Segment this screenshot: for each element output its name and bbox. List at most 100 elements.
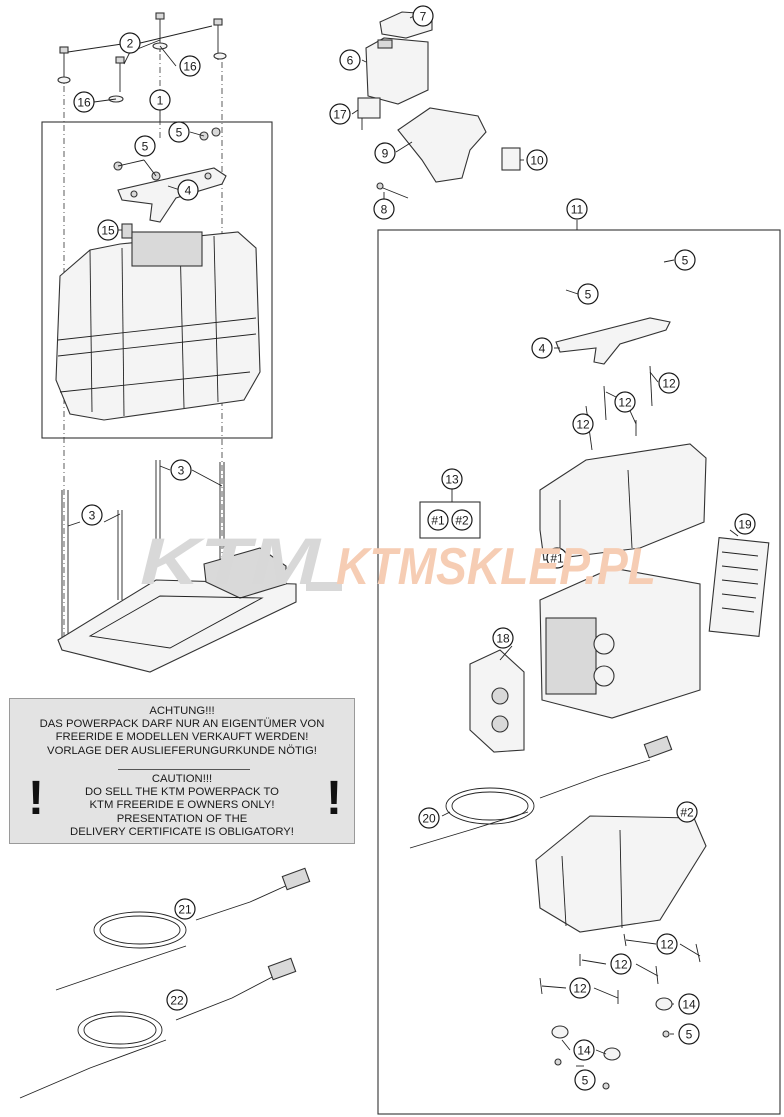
callout-c18: 18 xyxy=(492,627,514,649)
callout-c6: 6 xyxy=(339,49,361,71)
callout-number: 6 xyxy=(347,54,354,68)
callout-number: 12 xyxy=(662,377,676,391)
callout-c20: 20 xyxy=(418,807,440,829)
callout-c1: 1 xyxy=(149,89,171,111)
callout-circle xyxy=(427,509,449,531)
callout-circle xyxy=(179,55,201,77)
callout-c12b: 12 xyxy=(614,391,636,413)
callout-circle xyxy=(373,198,395,220)
callout-number: 17 xyxy=(333,108,347,122)
callout-number: 21 xyxy=(178,903,192,917)
callout-circle xyxy=(174,898,196,920)
callout-number: 2 xyxy=(127,37,134,51)
callout-number: 12 xyxy=(618,396,632,410)
callout-circle xyxy=(418,807,440,829)
callout-circle xyxy=(451,509,473,531)
warning-divider xyxy=(118,769,250,770)
callout-number: 14 xyxy=(682,998,696,1012)
callout-c3b: 3 xyxy=(81,504,103,526)
exclamation-icon-left: ! xyxy=(28,772,44,825)
callout-circle xyxy=(574,1069,596,1091)
callout-circle xyxy=(374,142,396,164)
bracket-part-4 xyxy=(117,167,227,223)
callout-circle xyxy=(546,547,568,569)
callout-number: 22 xyxy=(170,994,184,1008)
callout-circle xyxy=(610,953,632,975)
callout-number: 16 xyxy=(183,60,197,74)
powerpack-housing xyxy=(55,231,261,421)
callout-number: 4 xyxy=(185,184,192,198)
callout-c7: 7 xyxy=(412,5,434,27)
callout-c2a: 2 xyxy=(119,32,141,54)
callout-number: 18 xyxy=(496,632,510,646)
tray-part-2 xyxy=(535,815,707,933)
callout-number: 8 xyxy=(381,203,388,217)
callout-c21: 21 xyxy=(174,898,196,920)
panel-part-18 xyxy=(469,649,525,753)
base-plate xyxy=(57,547,297,673)
callout-number: 4 xyxy=(539,342,546,356)
callout-circle xyxy=(572,413,594,435)
callout-c19: 19 xyxy=(734,513,756,535)
kit-13-frame xyxy=(419,501,481,539)
callout-circle xyxy=(97,219,119,241)
cable-part-21 xyxy=(55,867,311,991)
callout-circle xyxy=(168,121,190,143)
callout-c12c: 12 xyxy=(572,413,594,435)
callout-number: 10 xyxy=(530,154,544,168)
callout-c4b: 4 xyxy=(531,337,553,359)
callout-number: 20 xyxy=(422,812,436,826)
callout-c12d: 12 xyxy=(656,933,678,955)
clip-part-15 xyxy=(121,223,133,239)
warning-text-german: ACHTUNG!!! DAS POWERPACK DARF NUR AN EIG… xyxy=(39,705,325,757)
callout-number: 12 xyxy=(573,982,587,996)
callout-number: 13 xyxy=(445,473,459,487)
callout-c15: 15 xyxy=(97,219,119,241)
callout-c3a: 3 xyxy=(170,459,192,481)
callout-c8: 8 xyxy=(373,198,395,220)
callout-c5a: 5 xyxy=(168,121,190,143)
exclamation-icon-right: ! xyxy=(326,772,342,825)
callout-number: 5 xyxy=(176,126,183,140)
callout-circle xyxy=(676,801,698,823)
callout-c5d: 5 xyxy=(577,283,599,305)
callout-c5e: 5 xyxy=(678,1023,700,1045)
callout-circle xyxy=(177,179,199,201)
callout-circle xyxy=(339,49,361,71)
callout-number: 3 xyxy=(178,464,185,478)
callout-c11: 11 xyxy=(566,198,588,220)
cover-part-1 xyxy=(539,443,707,561)
callout-number: 12 xyxy=(614,958,628,972)
holder-part-9 xyxy=(397,107,487,183)
callout-circle xyxy=(412,5,434,27)
rod-set-3 xyxy=(61,460,225,640)
grommets-14 xyxy=(551,997,673,1090)
callout-circle xyxy=(149,89,171,111)
callout-number: 1 xyxy=(157,94,164,108)
callout-circle xyxy=(674,249,696,271)
callout-circle xyxy=(678,1023,700,1045)
battery-part-6 xyxy=(365,37,429,105)
grille-part-19 xyxy=(708,537,770,637)
screws-12-lower xyxy=(539,933,701,1004)
callout-c12f: 12 xyxy=(569,977,591,999)
callout-number: 3 xyxy=(89,509,96,523)
callout-number: #1 xyxy=(431,514,445,528)
callout-c16a: 16 xyxy=(179,55,201,77)
callout-c5c: 5 xyxy=(674,249,696,271)
callout-circle xyxy=(134,135,156,157)
callout-c4a: 4 xyxy=(177,179,199,201)
callout-c17: 17 xyxy=(329,103,351,125)
callout-circle xyxy=(573,1039,595,1061)
callout-circle xyxy=(81,504,103,526)
warning-box: ACHTUNG!!! DAS POWERPACK DARF NUR AN EIG… xyxy=(9,698,355,844)
battery-core xyxy=(539,567,701,719)
callout-circle xyxy=(170,459,192,481)
callout-circle xyxy=(577,283,599,305)
callout-number: 19 xyxy=(738,518,752,532)
cable-part-22 xyxy=(19,957,297,1099)
callout-ch1: #1 xyxy=(546,547,568,569)
callout-circle xyxy=(734,513,756,535)
callout-circle xyxy=(441,468,463,490)
